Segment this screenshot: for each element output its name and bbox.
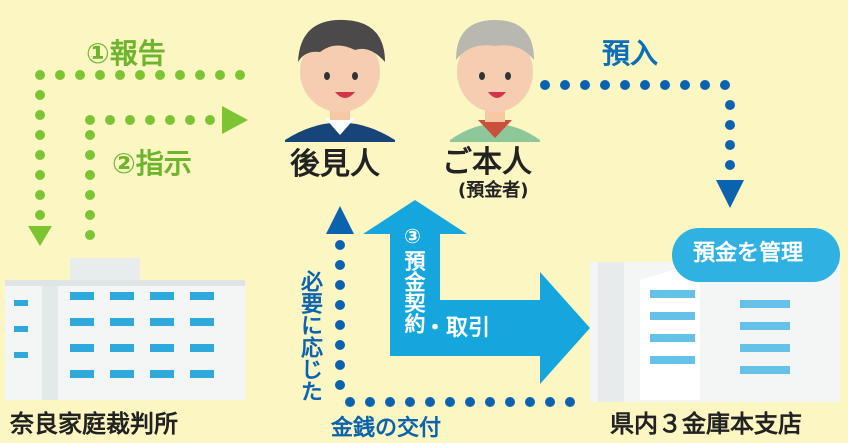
guardian-label: 後見人 <box>290 147 380 182</box>
contract-vertical-label: 預金契約 <box>402 250 426 334</box>
bank-label: 県内３金庫本支店 <box>610 410 802 438</box>
principal-elderly-person-icon <box>450 20 540 142</box>
report-arrow <box>28 70 245 246</box>
instruct-arrow <box>85 106 248 240</box>
court-label: 奈良家庭裁判所 <box>10 410 178 438</box>
instruct-label: ②指示 <box>112 147 192 180</box>
money-vertical-label: 必要に応じた <box>297 270 322 402</box>
principal-label: ご本人 <box>442 145 532 180</box>
manage-bubble <box>672 228 840 282</box>
contract-arrow <box>363 200 590 384</box>
money-delivery-arrow <box>326 206 575 407</box>
money-horizontal-label: 金銭の交付 <box>331 416 442 441</box>
contract-horizontal-label: ・取引 <box>424 316 491 341</box>
manage-label: 預金を管理 <box>693 241 804 266</box>
deposit-label: 預入 <box>602 37 659 70</box>
principal-sublabel: (預金者) <box>458 180 529 201</box>
report-label: ①報告 <box>86 37 166 70</box>
deposit-arrow <box>540 80 744 208</box>
court-building-icon <box>5 258 245 400</box>
contract-number: ③ <box>404 224 421 248</box>
guardian-person-icon <box>285 19 395 142</box>
bank-building-icon <box>590 262 840 402</box>
